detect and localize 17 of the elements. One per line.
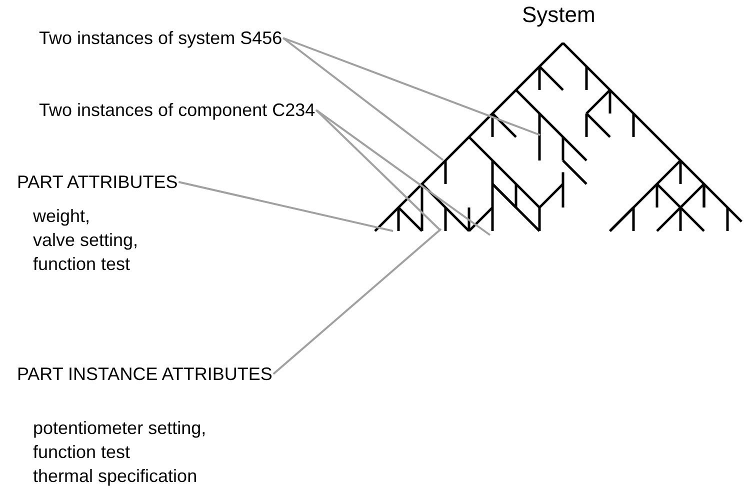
diagram-title: System (522, 2, 596, 28)
attribute-item: function test (33, 253, 130, 276)
attribute-item: function test (33, 441, 130, 464)
leader-line (282, 37, 444, 161)
attribute-item: weight, (33, 205, 90, 228)
leader-line (178, 181, 394, 232)
callout-text: Two instances of system S456 (39, 27, 282, 50)
leader-line (316, 109, 491, 236)
leader-line (272, 228, 442, 375)
leader-line (315, 109, 441, 231)
attribute-item: thermal specification (33, 465, 198, 488)
leader-line (282, 37, 540, 136)
callout-text: Two instances of component C234 (39, 99, 316, 122)
callout-text: PART ATTRIBUTES (17, 171, 178, 194)
attribute-item: valve setting, (33, 229, 138, 252)
attribute-item: potentiometer setting, (33, 417, 206, 440)
callout-text: PART INSTANCE ATTRIBUTES (17, 363, 272, 386)
